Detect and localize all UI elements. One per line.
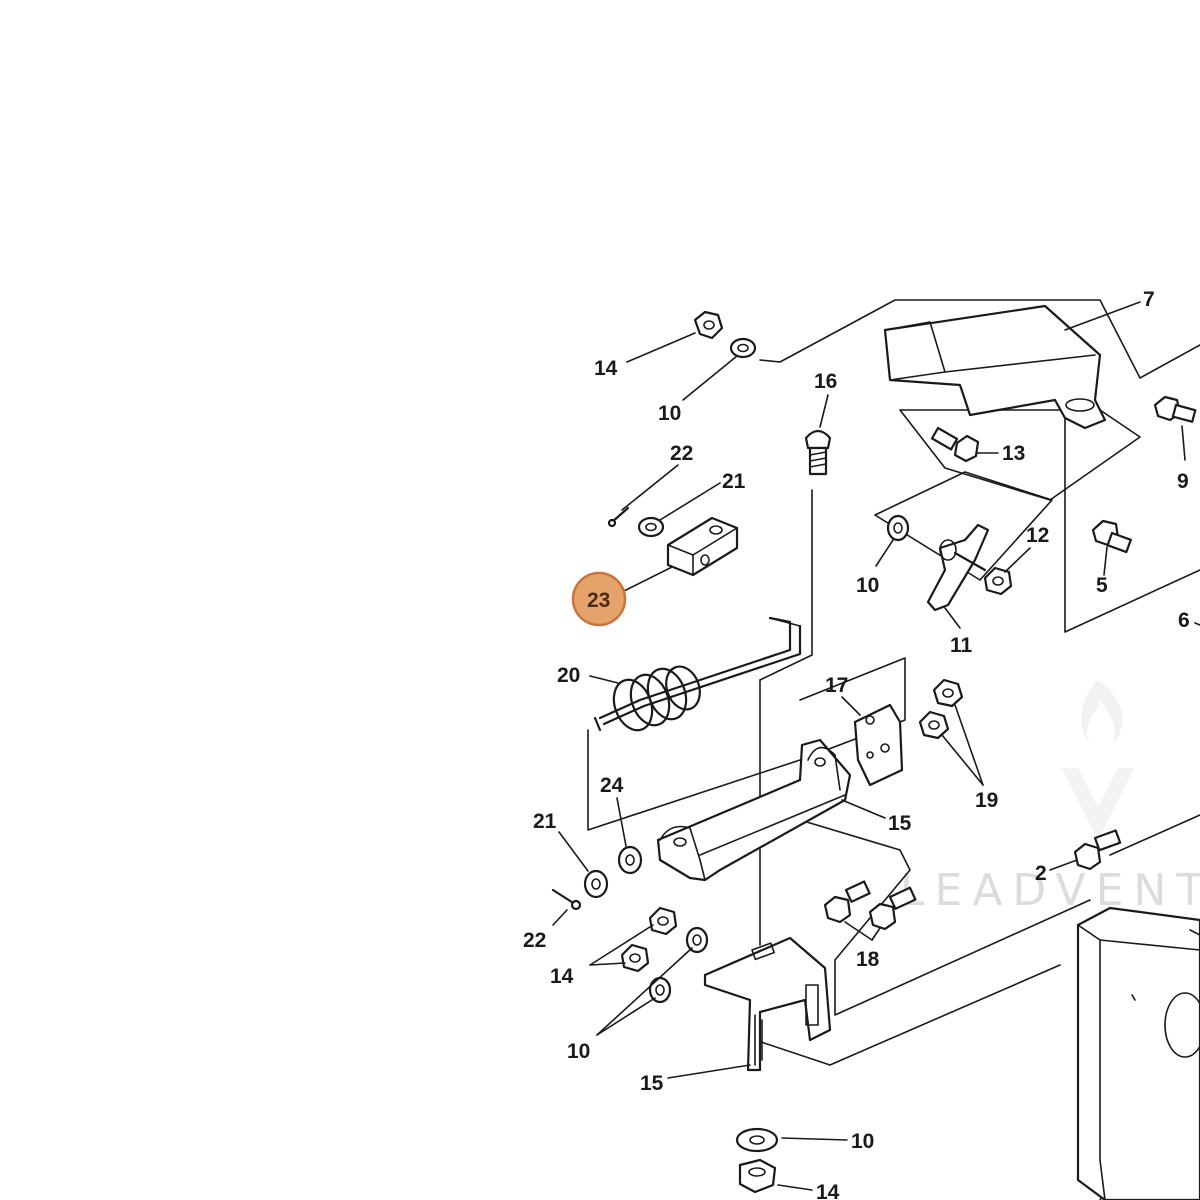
cotter-pin-upper [607,506,630,528]
callout-15-upper: 15 [888,812,912,835]
callout-15-lower: 15 [640,1072,664,1095]
leader-lines [552,301,1200,1191]
channel-bracket-15 [656,738,852,882]
washer-21-lower [583,869,609,899]
callout-5: 5 [1096,574,1108,597]
nut-14-lower-a [648,906,678,936]
callout-10-mid: 10 [856,574,879,597]
nut-14-bottom [738,1158,777,1194]
washer-10-lower-a [685,926,709,954]
callout-22-lower: 22 [523,929,546,952]
callout-23: 23 [587,589,610,612]
washer-21-upper [637,516,665,538]
nut-19b [918,710,950,740]
watermark-logo [1062,680,1134,840]
callout-22-upper: 22 [670,442,693,465]
bracket-15-lower [703,936,832,1072]
callout-14-bottom: 14 [816,1181,840,1200]
washer-10-bottom [735,1127,779,1153]
watermark-text: LEADVENT [900,865,1200,916]
bolt-9 [1153,395,1197,423]
callout-11: 11 [950,634,973,657]
washer-top [729,337,757,359]
spring-20 [593,616,802,732]
lever-11 [926,523,990,612]
callout-13: 13 [1002,442,1025,465]
callout-7: 7 [1143,288,1155,311]
callout-18: 18 [856,948,880,971]
callout-12: 12 [1026,524,1049,547]
callout-10-bottom: 10 [851,1130,874,1153]
bolt-5 [1091,519,1132,554]
bolt-2 [1073,829,1122,871]
callout-19: 19 [975,789,998,812]
callout-labels: 14 10 16 22 21 20 24 21 22 14 10 15 10 1… [523,288,1190,1200]
bolt-13 [930,426,980,463]
callout-24: 24 [600,774,624,797]
callout-20: 20 [557,664,580,687]
callout-9: 9 [1177,470,1189,493]
bolt-16 [804,429,832,476]
callout-14-top: 14 [594,357,618,380]
bolt-18b [868,886,917,931]
callout-10-lower: 10 [567,1040,590,1063]
nut-12 [983,566,1013,596]
nut-19a [932,678,964,708]
nut-14-lower-b [620,943,650,973]
highlighted-callout-23[interactable]: 23 [571,571,627,627]
nut-top [693,310,724,340]
callout-2: 2 [1035,862,1047,885]
bracket-plate [883,304,1107,430]
callout-21-upper: 21 [722,470,746,493]
washer-24 [617,845,643,875]
plate-17 [853,703,904,787]
callout-17: 17 [825,674,848,697]
callout-16: 16 [814,370,837,393]
callout-21-lower: 21 [533,810,557,833]
housing [1076,906,1200,1200]
block-23 [666,516,739,577]
washer-10-mid [886,514,910,542]
cotter-pin-lower [551,888,582,911]
callout-14-lower: 14 [550,965,574,988]
callout-10-top: 10 [658,402,681,425]
bolt-18a [823,880,871,924]
callout-6: 6 [1178,609,1190,632]
